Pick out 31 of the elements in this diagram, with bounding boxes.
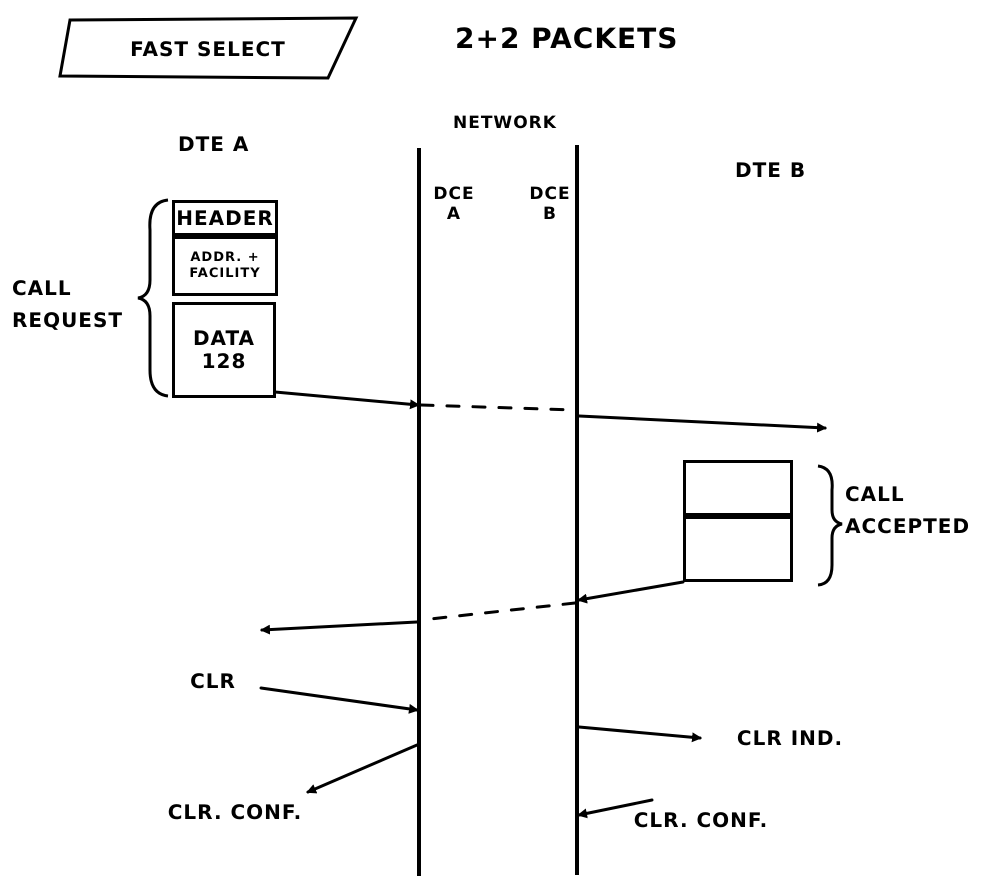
title-box (58, 18, 358, 80)
arrow (260, 686, 419, 714)
heading-note: 2+2 PACKETS (455, 22, 678, 56)
packet-field-box (683, 460, 793, 516)
packet-name: CALL REQUEST (12, 275, 124, 334)
packet-field-box (172, 236, 278, 296)
packet-field-box (172, 302, 276, 398)
packet-field-box (172, 200, 278, 236)
column-label: DTE B (735, 158, 806, 182)
signal-label: CLR IND. (700, 716, 880, 760)
title-text: FAST SELECT (130, 38, 286, 60)
arrow (260, 620, 418, 635)
lifeline-label: DCE A (432, 184, 476, 225)
column-label: NETWORK (453, 113, 557, 134)
lifeline (417, 148, 421, 876)
packet-field-box (683, 516, 793, 582)
field-label: HEADER (176, 206, 274, 230)
signal-label: CLR. CONF. (606, 800, 796, 840)
arrow (578, 414, 827, 433)
field-label: ADDR. + FACILITY (188, 250, 262, 282)
arrow (577, 580, 684, 604)
signal-label: CLR. CONF. (150, 792, 320, 832)
lifeline-label: DCE B (528, 184, 572, 225)
arrow (578, 726, 702, 742)
lifeline (575, 145, 579, 875)
signal-label: CLR (165, 664, 261, 698)
arrow (306, 744, 418, 794)
field-label: DATA 128 (192, 327, 256, 373)
arrow (577, 798, 654, 818)
column-label: DTE A (178, 132, 250, 156)
packet-name: CALL ACCEPTED (845, 481, 972, 540)
